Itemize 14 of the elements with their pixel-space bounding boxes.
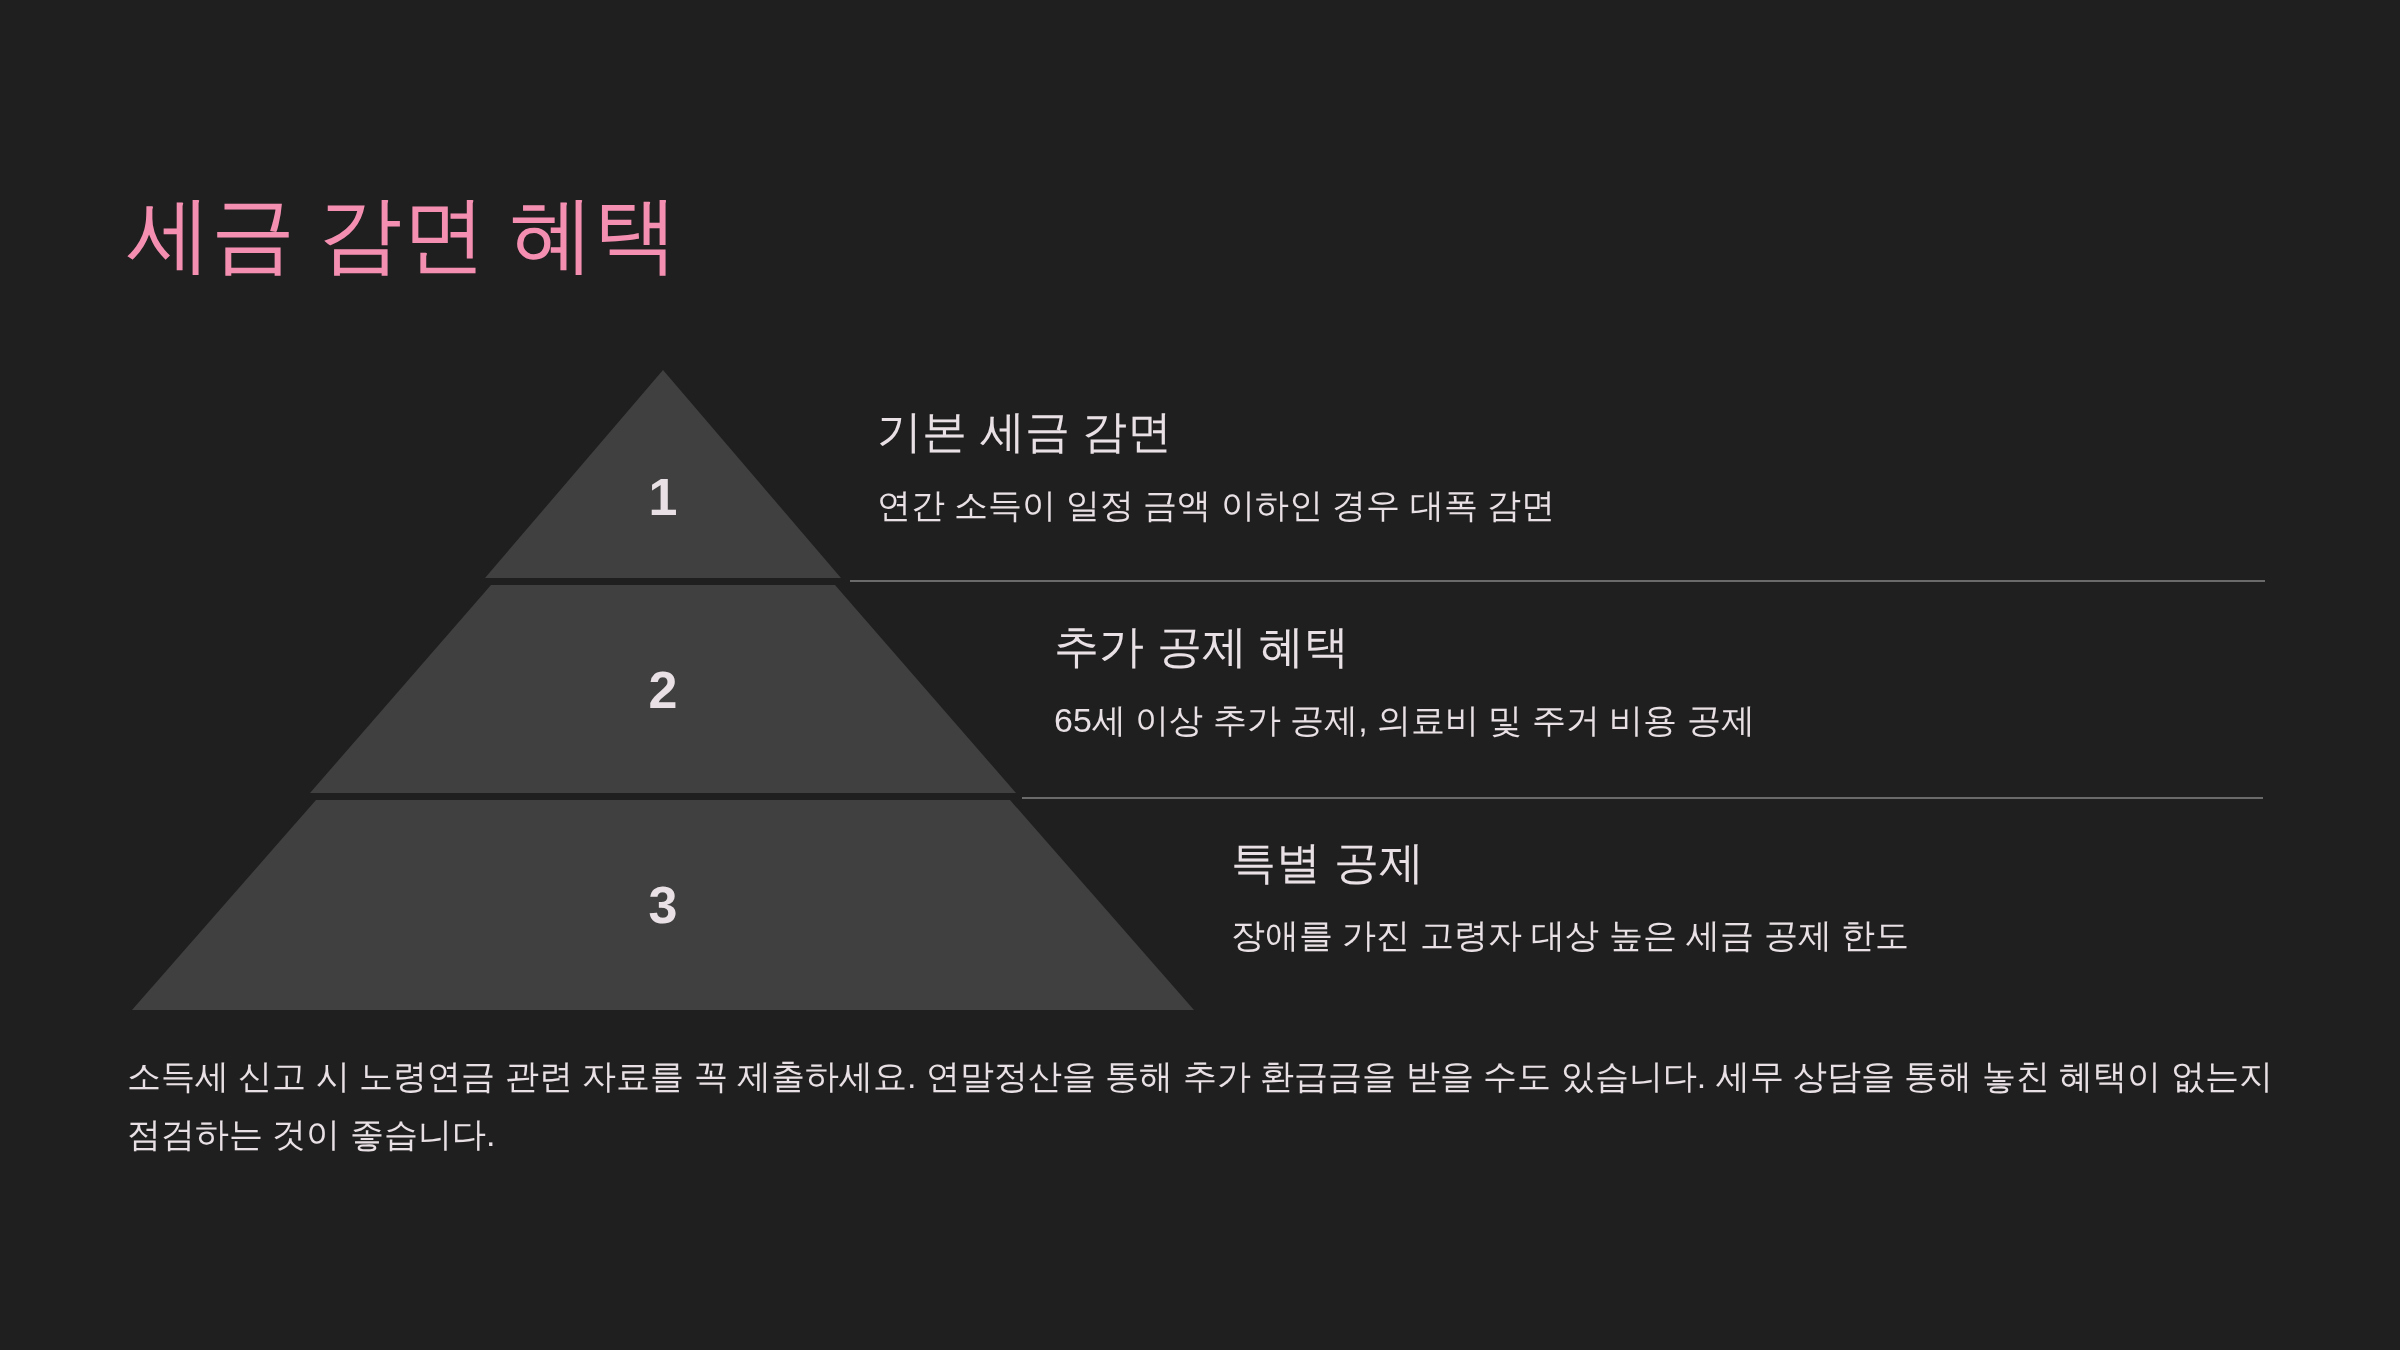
note-paragraph: 소득세 신고 시 노령연금 관련 자료를 꼭 제출하세요. 연말정산을 통해 추가 환급금을 받을 수도 있습니다. 세무 상담을 통해 놓친 혜택이 없는지 점검하는 것이 좋습니다. [127, 1056, 2274, 1155]
pyramid-tier [310, 585, 1016, 793]
tier-description: 65세 이상 추가 공제, 의료비 및 주거 비용 공제 [1054, 700, 1755, 741]
tier-heading: 기본 세금 감면 [877, 405, 1172, 459]
tier-description: 연간 소득이 일정 금액 이하인 경우 대폭 감면 [877, 485, 1556, 526]
tier-description: 장애를 가진 고령자 대상 높은 세금 공제 한도 [1231, 915, 1910, 956]
tier-number: 2 [648, 664, 678, 716]
tier-number: 3 [648, 879, 678, 931]
tier-heading: 특별 공제 [1231, 836, 1424, 890]
tier-number: 1 [648, 471, 678, 523]
pyramid-tier [485, 370, 841, 578]
pyramid-tier [132, 800, 1194, 1010]
title: 세금 감면 혜택 [127, 188, 678, 281]
tier-heading: 추가 공제 혜택 [1054, 620, 1349, 674]
